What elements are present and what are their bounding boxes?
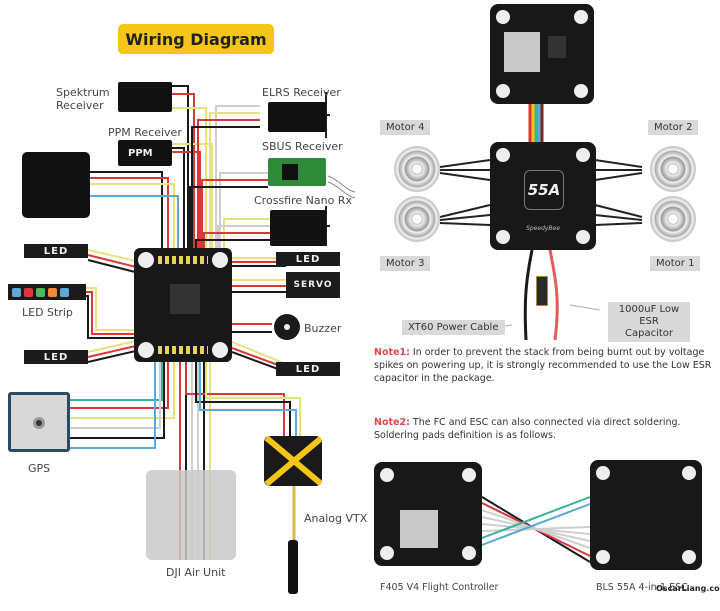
led-bottom-left: LED: [24, 350, 88, 364]
motor-3-label: Motor 3: [380, 256, 431, 271]
motor-1-icon: [650, 196, 696, 242]
watermark: OscarLiang.com: [656, 584, 720, 593]
gps-module: [8, 392, 70, 452]
flight-controller-board: [134, 248, 232, 362]
analog-vtx-label: Analog VTX: [304, 512, 368, 525]
esc-brand: SpeedyBee: [526, 225, 560, 232]
esc-rating: 55A: [524, 170, 564, 210]
sbus-receiver: [268, 158, 326, 186]
capacitor-callout: 1000uF Low ESR Capacitor: [608, 302, 690, 342]
led-strip: [8, 284, 86, 300]
diagram-title: Wiring Diagram: [118, 24, 274, 54]
f405-flight-controller: [374, 462, 482, 566]
ppm-receiver-label: PPM Receiver: [108, 126, 182, 139]
dji-air-unit-label: DJI Air Unit: [166, 566, 226, 579]
led-bottom-right: LED: [276, 362, 340, 376]
motor-2-label: Motor 2: [648, 120, 699, 135]
motor-4-label: Motor 4: [380, 120, 431, 135]
led-top-right: LED: [276, 252, 340, 266]
esc-label: BLS 55A 4-in-1 ESC: [596, 582, 688, 593]
gps-label: GPS: [28, 462, 51, 475]
note-2-text: The FC and ESC can also connected via di…: [374, 417, 681, 441]
flight-controller-top: [490, 4, 594, 104]
elrs-receiver-label: ELRS Receiver: [262, 86, 341, 99]
motor-1-label: Motor 1: [650, 256, 701, 271]
bls-55a-esc: [590, 460, 702, 570]
servo: SERVO: [286, 272, 340, 298]
buzzer-label: Buzzer: [304, 322, 342, 335]
led-top-left: LED: [24, 244, 88, 258]
note-2-tag: Note2:: [374, 417, 410, 428]
sbus-receiver-label: SBUS Receiver: [262, 140, 343, 153]
note-1: Note1: In order to prevent the stack fro…: [374, 346, 714, 385]
crossfire-receiver-label: Crossfire Nano Rx: [254, 194, 352, 207]
motor-2-icon: [650, 146, 696, 192]
led-strip-label: LED Strip: [22, 306, 73, 319]
magnetometer-module: [22, 152, 90, 218]
spektrum-receiver-label: Spektrum Receiver: [56, 86, 110, 112]
note-1-text: In order to prevent the stack from being…: [374, 347, 712, 384]
motor-4-icon: [394, 146, 440, 192]
elrs-receiver: [268, 102, 326, 132]
crossfire-receiver: [270, 210, 326, 246]
spektrum-receiver: [118, 82, 172, 112]
vtx-antenna-icon: [288, 540, 298, 594]
analog-vtx: [264, 436, 322, 486]
buzzer-icon: [274, 314, 300, 340]
capacitor-icon: [536, 276, 548, 306]
motor-3-icon: [394, 196, 440, 242]
note-1-tag: Note1:: [374, 347, 410, 358]
note-2: Note2: The FC and ESC can also connected…: [374, 416, 714, 442]
ppm-receiver: PPM: [118, 140, 172, 166]
esc-board: 55A SpeedyBee: [490, 142, 596, 250]
xt60-callout: XT60 Power Cable: [402, 320, 505, 335]
dji-air-unit: [146, 470, 236, 560]
fc-label: F405 V4 Flight Controller: [380, 582, 499, 593]
